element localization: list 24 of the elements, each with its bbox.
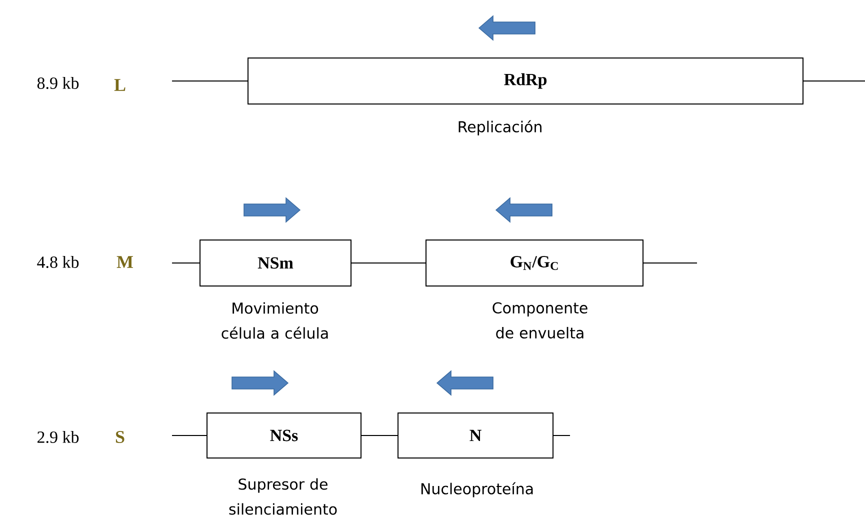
segment-name: M: [116, 256, 133, 268]
segment-size: 8.9 kb: [37, 76, 79, 89]
gene-box: G$_{N}$/G$_{C}$: [426, 240, 644, 286]
gene-box: NSs: [206, 412, 362, 458]
function-label: Replicación: [458, 120, 542, 136]
function-label: Componente de envuelta: [492, 302, 588, 339]
rna-line: [643, 262, 698, 264]
function-label: Movimiento célula a célula: [222, 302, 328, 339]
function-label: Nucleoproteína: [421, 482, 533, 498]
segment-size: 2.9 kb: [38, 430, 79, 443]
gene-box: NSm: [200, 240, 352, 286]
function-label: Supresor de silenciamiento: [229, 478, 337, 515]
rna-line: [351, 262, 426, 264]
rna-line: [803, 80, 865, 82]
segment-name: L: [114, 79, 126, 91]
gene-box: RdRp: [248, 58, 804, 104]
rna-line: [172, 80, 248, 82]
rna-line: [361, 435, 398, 436]
segment-size: 4.8 kb: [37, 256, 79, 268]
rna-line: [553, 435, 570, 436]
rna-line: [172, 435, 207, 436]
gene-box: N: [398, 412, 554, 458]
rna-line: [172, 262, 200, 264]
segment-name: S: [116, 430, 124, 444]
